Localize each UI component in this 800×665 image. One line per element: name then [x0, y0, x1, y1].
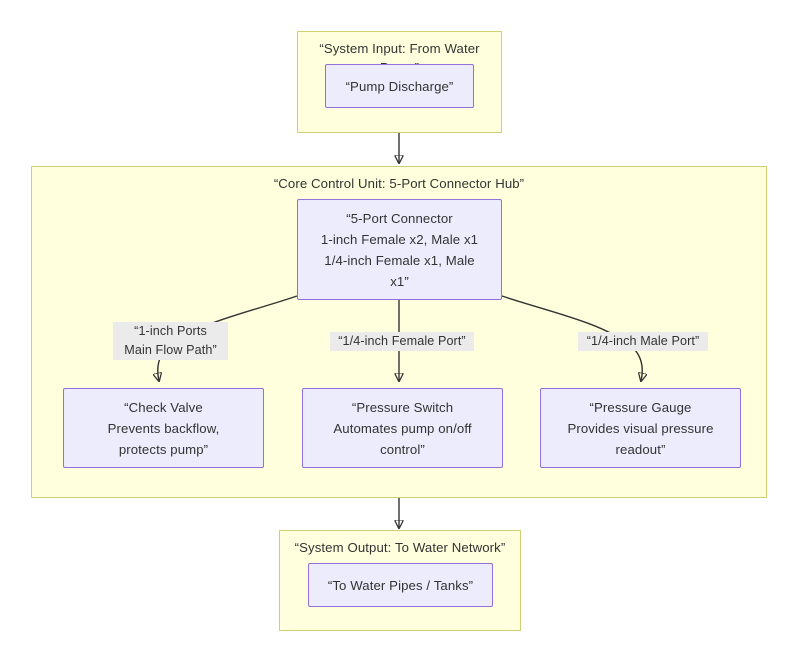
node-pump-discharge-label: “Pump Discharge” — [345, 78, 454, 94]
edge-label-1-inch-ports: “1-inch Ports Main Flow Path” — [113, 322, 228, 360]
node-5-port-connector[interactable]: “5-Port Connector 1-inch Female x2, Male… — [297, 199, 502, 300]
node-pump-discharge[interactable]: “Pump Discharge” — [325, 64, 474, 108]
node-to-water-pipes-tanks-label: “To Water Pipes / Tanks” — [327, 577, 474, 593]
node-check-valve[interactable]: “Check Valve Prevents backflow, protects… — [63, 388, 264, 468]
node-pressure-switch[interactable]: “Pressure Switch Automates pump on/off c… — [302, 388, 503, 468]
subgraph-system-output-title: “System Output: To Water Network” — [294, 540, 506, 555]
subgraph-core-control-unit-title: “Core Control Unit: 5-Port Connector Hub… — [273, 176, 525, 191]
node-5-port-connector-label: “5-Port Connector 1-inch Female x2, Male… — [320, 210, 479, 289]
edge-label-quarter-inch-male-port: “1/4-inch Male Port” — [578, 332, 708, 351]
edge-label-quarter-inch-female-port: “1/4-inch Female Port” — [330, 332, 474, 351]
node-pressure-gauge-label: “Pressure Gauge Provides visual pressure… — [567, 399, 714, 457]
node-check-valve-label: “Check Valve Prevents backflow, protects… — [107, 399, 220, 457]
node-pressure-gauge[interactable]: “Pressure Gauge Provides visual pressure… — [540, 388, 741, 468]
node-to-water-pipes-tanks[interactable]: “To Water Pipes / Tanks” — [308, 563, 493, 607]
node-pressure-switch-label: “Pressure Switch Automates pump on/off c… — [333, 399, 472, 457]
